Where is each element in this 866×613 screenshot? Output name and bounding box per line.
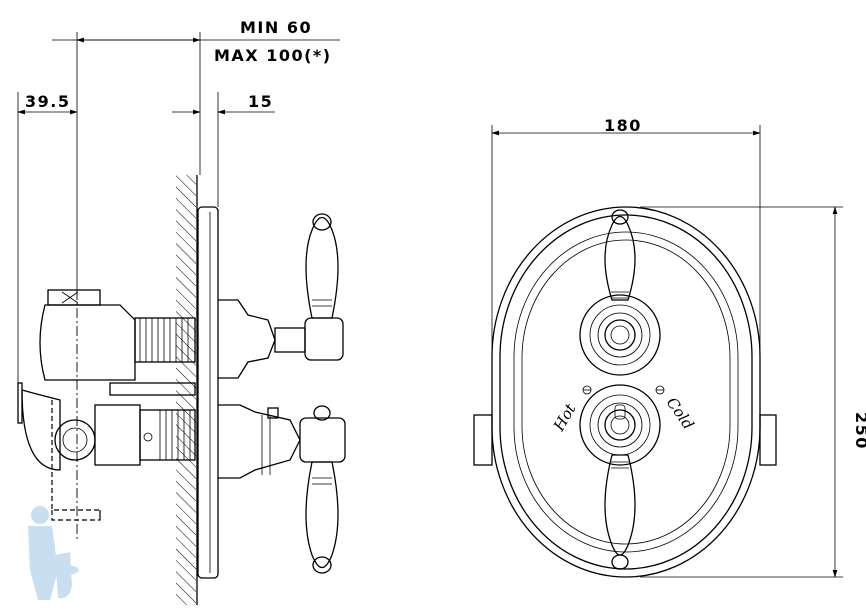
lower-handle-side — [218, 404, 346, 574]
valve-body — [17, 289, 196, 471]
dim-width: 180 — [604, 116, 642, 135]
dim-offset: 39.5 — [25, 92, 70, 111]
side-dimensions — [17, 32, 340, 540]
hidden-body — [51, 400, 101, 521]
dim-min-depth: MIN 60 — [240, 18, 312, 37]
upper-valve-front — [579, 209, 661, 376]
wall-hatch — [176, 175, 196, 605]
front-dimensions — [491, 125, 843, 578]
side-view: MIN 60 MAX 100(*) 39.5 15 — [17, 18, 346, 605]
lower-valve-front — [579, 384, 661, 570]
front-view: Hot Cold 180 250 — [473, 116, 866, 578]
hot-marking: Hot — [549, 400, 580, 435]
cover-plate-side — [197, 206, 219, 579]
upper-handle-side — [218, 213, 344, 379]
dim-plate-thickness: 15 — [248, 92, 273, 111]
dim-height: 250 — [852, 412, 866, 450]
plumber-watermark-logo — [28, 506, 79, 600]
dim-max-depth: MAX 100(*) — [214, 46, 332, 65]
cold-marking: Cold — [663, 394, 698, 433]
